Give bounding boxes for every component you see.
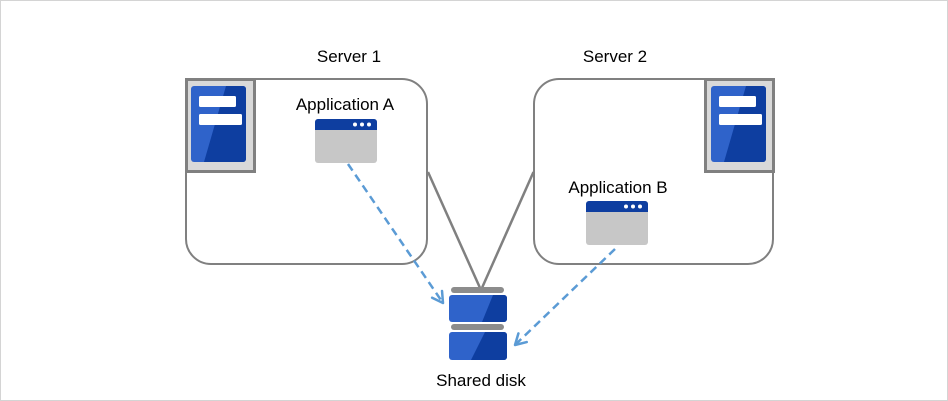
server-tower-icon [191, 86, 246, 162]
server2-title: Server 2 [582, 47, 648, 66]
application-b-label: Application B [568, 178, 668, 197]
shared-disk-stack-icon [449, 287, 507, 360]
application-window-icon [586, 201, 648, 245]
application-a-label: Application A [295, 95, 395, 114]
server1-disk-line [426, 171, 482, 290]
application-window-icon [315, 119, 377, 163]
server1-title: Server 1 [316, 47, 382, 66]
server-tower-icon [711, 86, 766, 162]
shared-disk-label: Shared disk [436, 371, 526, 390]
